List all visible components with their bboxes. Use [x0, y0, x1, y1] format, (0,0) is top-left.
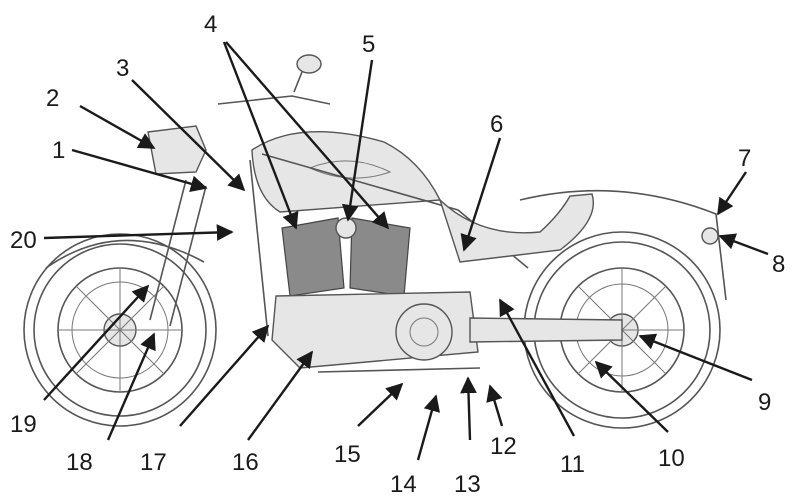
- leader-5: [341, 59, 374, 222]
- leader-12: [486, 384, 504, 427]
- mirror: [296, 54, 322, 74]
- leader-16: [247, 350, 313, 441]
- callout-5: 5: [362, 31, 375, 58]
- callout-15: 15: [334, 441, 361, 468]
- callout-17: 17: [140, 449, 167, 476]
- front-fender: [45, 239, 205, 269]
- front-fork: [149, 179, 207, 327]
- leader-lines: [43, 41, 769, 461]
- callout-7: 7: [738, 145, 751, 172]
- callout-13: 13: [454, 471, 481, 498]
- rear-fender: [519, 189, 727, 301]
- motorcycle-drawing: [23, 54, 727, 429]
- callout-14: 14: [390, 471, 417, 498]
- front-wheel: [23, 233, 217, 427]
- exhaust-floorboard: [317, 367, 481, 373]
- fuel-tank: [251, 131, 442, 213]
- leader-20: [43, 224, 234, 241]
- leader-10: [594, 360, 669, 433]
- callout-3: 3: [116, 55, 129, 82]
- leader-18: [106, 332, 156, 441]
- leader-7: [717, 171, 747, 216]
- callout-18: 18: [66, 449, 93, 476]
- leader-17: [179, 324, 270, 427]
- leader-4a: [222, 41, 299, 230]
- callout-2: 2: [46, 85, 59, 112]
- callout-12: 12: [490, 433, 517, 460]
- leader-9: [638, 333, 753, 382]
- leader-8: [718, 233, 769, 256]
- callout-6: 6: [490, 111, 503, 138]
- callout-10: 10: [658, 445, 685, 472]
- leader-11: [498, 298, 576, 437]
- callout-19: 19: [10, 411, 37, 438]
- callout-1: 1: [52, 137, 65, 164]
- engine: [271, 217, 479, 369]
- swingarm: [469, 317, 623, 343]
- leader-1: [71, 148, 208, 192]
- tank-emblem: [308, 160, 392, 179]
- leader-13: [460, 376, 477, 441]
- leader-2: [79, 104, 156, 150]
- callout-11: 11: [560, 451, 585, 478]
- leader-3: [131, 79, 246, 192]
- handlebar: [217, 95, 331, 105]
- leader-14: [416, 394, 440, 461]
- callout-9: 9: [758, 389, 771, 416]
- callout-4: 4: [204, 11, 217, 38]
- leader-19: [43, 284, 150, 401]
- seat: [439, 193, 594, 263]
- callout-20: 20: [10, 227, 37, 254]
- leader-4b: [225, 41, 390, 230]
- frame-downtube: [249, 159, 269, 337]
- callout-8: 8: [772, 251, 785, 278]
- callout-16: 16: [232, 449, 259, 476]
- callout-labels: 1 2 3 4 5 6 7 8 9 10 11 12 13 14 15 16 1…: [10, 11, 785, 498]
- leader-15: [357, 382, 404, 427]
- tail-light: [701, 227, 719, 245]
- leader-6: [460, 137, 502, 252]
- headlight-fairing: [147, 125, 207, 175]
